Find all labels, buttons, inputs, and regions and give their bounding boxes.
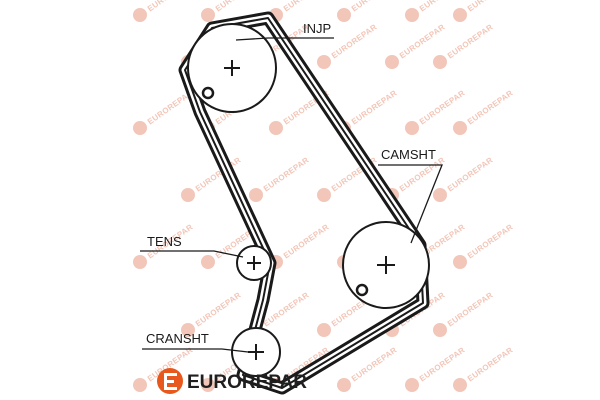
injp-label: INJP bbox=[303, 21, 331, 36]
watermark-mark: EUROREPAR bbox=[133, 0, 195, 22]
watermark-logo-icon bbox=[201, 8, 215, 22]
watermark-logo-icon bbox=[201, 255, 215, 269]
watermark-text: EUROREPAR bbox=[466, 345, 515, 383]
watermark-logo-icon bbox=[317, 323, 331, 337]
watermark-text: EUROREPAR bbox=[466, 222, 515, 260]
watermark-logo-icon bbox=[133, 255, 147, 269]
watermark-mark: EUROREPAR bbox=[269, 222, 331, 269]
cransht-label: CRANSHT bbox=[146, 331, 209, 346]
camsht-label: CAMSHT bbox=[381, 147, 436, 162]
injection-pump-pulley bbox=[187, 23, 277, 113]
watermark-text: EUROREPAR bbox=[446, 22, 495, 60]
watermark-logo-icon bbox=[433, 188, 447, 202]
watermark-logo-icon bbox=[453, 121, 467, 135]
watermark-text: EUROREPAR bbox=[350, 0, 399, 13]
watermark-mark: EUROREPAR bbox=[269, 0, 331, 22]
tensioner-pulley bbox=[236, 245, 272, 281]
watermark-logo-icon bbox=[249, 188, 263, 202]
watermark-logo-icon bbox=[385, 55, 399, 69]
watermark-logo-icon bbox=[181, 188, 195, 202]
watermark-text: EUROREPAR bbox=[466, 0, 515, 13]
watermark-text: EUROREPAR bbox=[446, 290, 495, 328]
watermark-logo-icon bbox=[337, 8, 351, 22]
tens-label: TENS bbox=[147, 234, 182, 249]
watermark-logo-icon bbox=[269, 121, 283, 135]
watermark-text: EUROREPAR bbox=[282, 222, 331, 260]
watermark-logo-icon bbox=[433, 323, 447, 337]
watermark-logo-icon bbox=[133, 378, 147, 392]
watermark-mark: EUROREPAR bbox=[337, 0, 399, 22]
watermark-text: EUROREPAR bbox=[262, 155, 311, 193]
brand-logo: EUROREPAR bbox=[157, 368, 307, 394]
tens-leader-line bbox=[140, 250, 244, 258]
watermark-logo-icon bbox=[405, 378, 419, 392]
watermark-text: EUROREPAR bbox=[350, 345, 399, 383]
watermark-text: EUROREPAR bbox=[214, 0, 263, 13]
watermark-logo-icon bbox=[405, 121, 419, 135]
watermark-text: EUROREPAR bbox=[418, 88, 467, 126]
watermark-mark: EUROREPAR bbox=[453, 0, 515, 22]
cransht-leader-line bbox=[142, 348, 249, 353]
watermark-logo-icon bbox=[201, 378, 215, 392]
watermark-text: EUROREPAR bbox=[466, 88, 515, 126]
watermark-mark: EUROREPAR bbox=[249, 155, 311, 202]
watermark-text: EUROREPAR bbox=[418, 345, 467, 383]
camshaft-pulley bbox=[342, 221, 430, 309]
watermark-text: EUROREPAR bbox=[398, 22, 447, 60]
watermark-mark: EUROREPAR bbox=[133, 88, 195, 135]
watermark-logo-icon bbox=[453, 8, 467, 22]
watermark-logo-icon bbox=[133, 8, 147, 22]
watermark-logo-icon bbox=[317, 188, 331, 202]
watermark-logo-icon bbox=[317, 55, 331, 69]
watermark-text: EUROREPAR bbox=[146, 0, 195, 13]
watermark-text: EUROREPAR bbox=[194, 290, 243, 328]
injp-leader-line bbox=[235, 37, 334, 41]
watermark-logo-icon bbox=[453, 378, 467, 392]
leader-lines bbox=[140, 37, 443, 353]
watermark-logo-icon bbox=[337, 378, 351, 392]
timing-belt bbox=[178, 11, 430, 395]
watermark-logo-icon bbox=[433, 55, 447, 69]
watermark-logo-icon bbox=[133, 121, 147, 135]
timing-mark-icon bbox=[201, 86, 215, 100]
watermark-text: EUROREPAR bbox=[350, 88, 399, 126]
watermark-text: EUROREPAR bbox=[330, 22, 379, 60]
watermark-logo-icon bbox=[453, 255, 467, 269]
watermark-logo-icon bbox=[181, 323, 195, 337]
crankshaft-pulley bbox=[231, 327, 281, 377]
watermark-text: EUROREPAR bbox=[282, 0, 331, 13]
camsht-leader-line bbox=[378, 164, 443, 244]
watermark-text: EUROREPAR bbox=[446, 155, 495, 193]
watermark-logo-icon bbox=[405, 8, 419, 22]
timing-mark-icon bbox=[355, 283, 369, 297]
brand-name: EUROREPAR bbox=[187, 372, 307, 393]
